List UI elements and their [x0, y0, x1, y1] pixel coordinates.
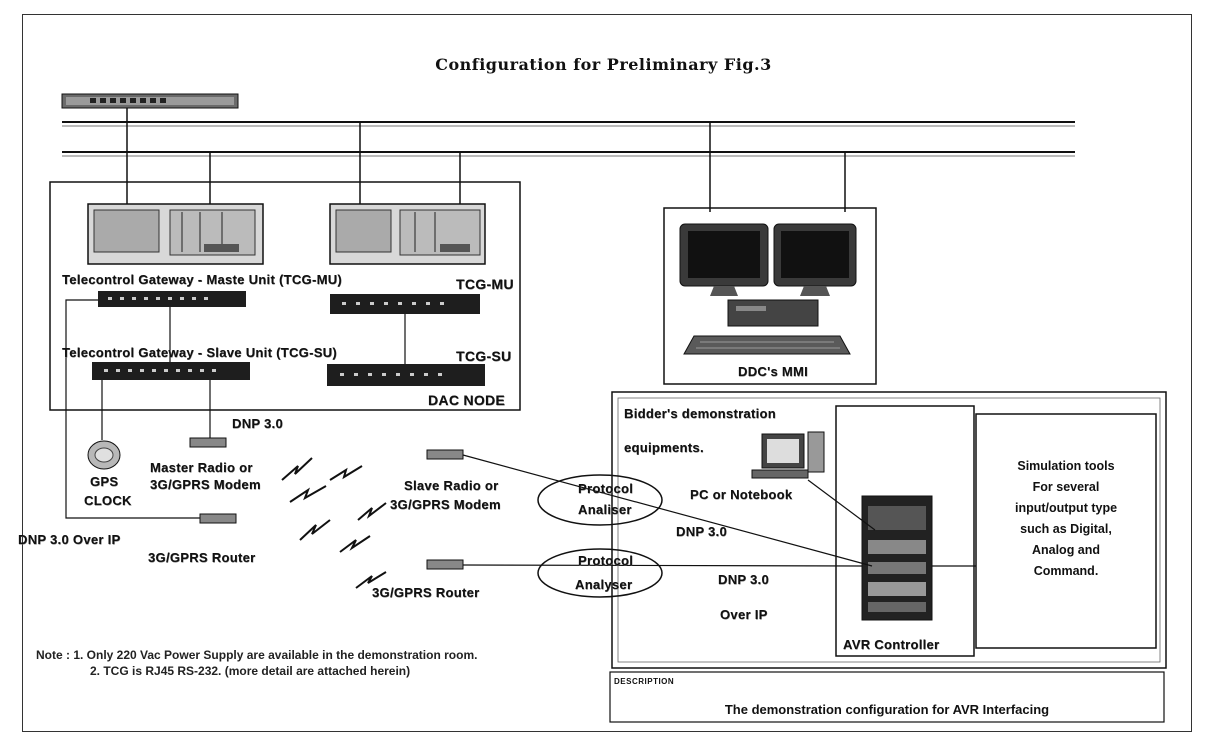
server-icon — [329, 203, 486, 265]
sim-line: input/output type — [1014, 501, 1118, 515]
ddc-mmi-label: DDC's MMI — [738, 364, 809, 379]
lan-bus — [62, 121, 1075, 157]
monitor-icon — [679, 223, 857, 296]
sim-line: Analog and — [1031, 543, 1101, 557]
gps-clock-icon — [87, 440, 121, 470]
tcg-master-label: Telecontrol Gateway - Maste Unit (TCG-MU… — [62, 272, 343, 287]
tcg-mu-unit — [330, 294, 480, 314]
dnp-mid-label: DNP 3.0 — [676, 524, 727, 539]
bus-drop-lines — [126, 108, 846, 212]
avr-cabinet-icon — [861, 495, 933, 621]
dac-node-box — [49, 181, 521, 411]
note-line1: Note : 1. Only 220 Vac Power Supply are … — [36, 648, 478, 662]
tcg-su-label: TCG-SU — [456, 348, 512, 364]
description-text: The demonstration configuration for AVR … — [724, 702, 1050, 717]
protocol-2a-label: Protocol — [578, 553, 634, 568]
pc-label: PC or Notebook — [690, 487, 793, 502]
dnp-over-ip-2-label: Over IP — [720, 607, 768, 622]
page-frame — [22, 14, 1192, 732]
bidder-demo-inner-box — [617, 397, 1161, 663]
protocol-1b-label: Analiser — [578, 502, 632, 517]
gps-label: GPS — [90, 474, 119, 489]
protocol-analyser-ellipses — [537, 474, 663, 598]
router-right-label: 3G/GPRS Router — [372, 585, 480, 600]
dac-node-label: DAC NODE — [428, 392, 506, 408]
description-header: DESCRIPTION — [614, 677, 675, 686]
network-switch-icon — [61, 93, 239, 109]
bidder-label-line2: equipments. — [624, 440, 704, 455]
sim-line: such as Digital, — [1020, 522, 1112, 536]
avr-label: AVR Controller — [843, 637, 940, 652]
protocol-2b-label: Analyser — [575, 577, 633, 592]
server-icon — [87, 203, 264, 265]
workstation-icon — [683, 299, 851, 355]
bidder-label-line1: Bidder's demonstration — [624, 406, 776, 421]
diagram-title: Configuration for Preliminary Fig.3 — [435, 55, 772, 74]
ddc-mmi-box — [663, 207, 877, 385]
master-radio-label: Master Radio or — [150, 460, 253, 475]
protocol-1a-label: Protocol — [578, 481, 634, 496]
note-line2: 2. TCG is RJ45 RS-232. (more detail are … — [90, 664, 411, 678]
tcg-mu-label: TCG-MU — [456, 276, 514, 292]
signal-lines — [462, 454, 976, 567]
simulation-tools-text: Simulation tools For several input/outpu… — [976, 456, 1156, 582]
dnp-over-ip-left-label: DNP 3.0 Over IP — [18, 532, 121, 547]
avr-box — [835, 405, 975, 657]
router-left-label: 3G/GPRS Router — [148, 550, 256, 565]
tcg-connections — [65, 299, 406, 519]
tcg-slave-label: Telecontrol Gateway - Slave Unit (TCG-SU… — [62, 345, 337, 360]
tcg-su-unit — [327, 364, 485, 386]
radio-modem-icon — [189, 437, 464, 570]
description-box — [609, 671, 1165, 723]
lightning-icon — [281, 457, 387, 589]
sim-line: Simulation tools — [1017, 459, 1115, 473]
pc-icon — [751, 431, 825, 479]
simulation-box — [975, 413, 1157, 649]
sim-line: For several — [1032, 480, 1100, 494]
clock-label: CLOCK — [84, 493, 132, 508]
tcg-mu-unit — [98, 291, 246, 307]
master-modem-label: 3G/GPRS Modem — [150, 477, 261, 492]
sim-line: Command. — [1033, 564, 1099, 578]
dnp-top-label: DNP 3.0 — [232, 416, 283, 431]
bidder-demo-box — [611, 391, 1167, 669]
slave-modem-label: 3G/GPRS Modem — [390, 497, 501, 512]
slave-radio-label: Slave Radio or — [404, 478, 499, 493]
dnp-over-ip-1-label: DNP 3.0 — [718, 572, 769, 587]
tcg-su-unit — [92, 362, 250, 380]
